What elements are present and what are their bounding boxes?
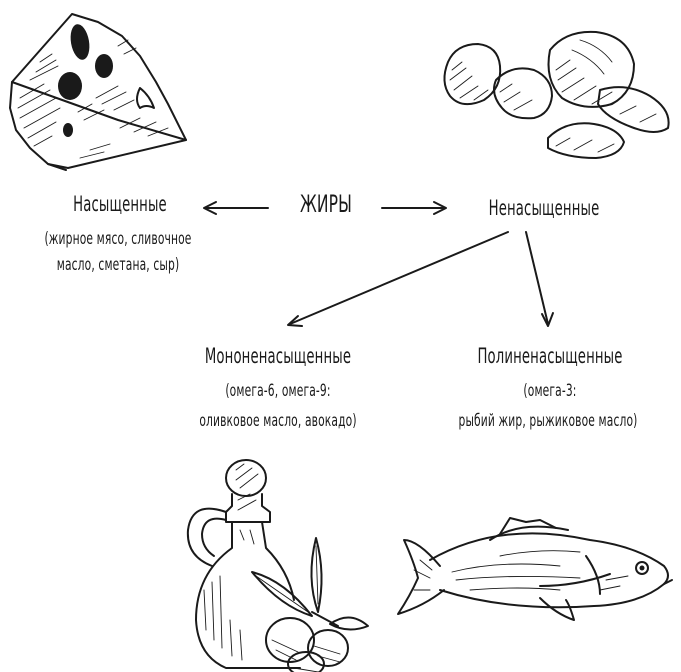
arrow-to-saturated — [204, 202, 268, 214]
saturated-examples-line1: (жирное мясо, сливочное — [35, 226, 200, 252]
fish-icon — [398, 518, 672, 620]
arrow-to-poly — [526, 232, 553, 326]
unsaturated-title: Ненасыщенные — [474, 196, 614, 220]
olive-oil-bottle-icon — [188, 460, 368, 672]
poly-title: Полиненасыщенные — [473, 344, 627, 368]
arrow-to-mono — [288, 232, 508, 326]
poly-examples-line2: рыбий жир, рыжиковое масло) — [456, 408, 641, 434]
cheese-icon — [10, 14, 186, 170]
arrow-to-unsaturated — [382, 202, 446, 214]
poly-examples-line1: (омега-3: — [473, 378, 627, 404]
saturated-title: Насыщенные — [50, 192, 190, 216]
mono-examples-line2: оливковое масло, авокадо) — [188, 408, 367, 434]
mono-examples-line1: (омега-6, омега-9: — [188, 378, 367, 404]
nuts-icon — [444, 32, 668, 158]
center-label-fats: ЖИРЫ — [286, 190, 367, 218]
mono-title: Мононенасыщенные — [202, 344, 353, 368]
saturated-examples-line2: масло, сметана, сыр) — [35, 252, 200, 278]
